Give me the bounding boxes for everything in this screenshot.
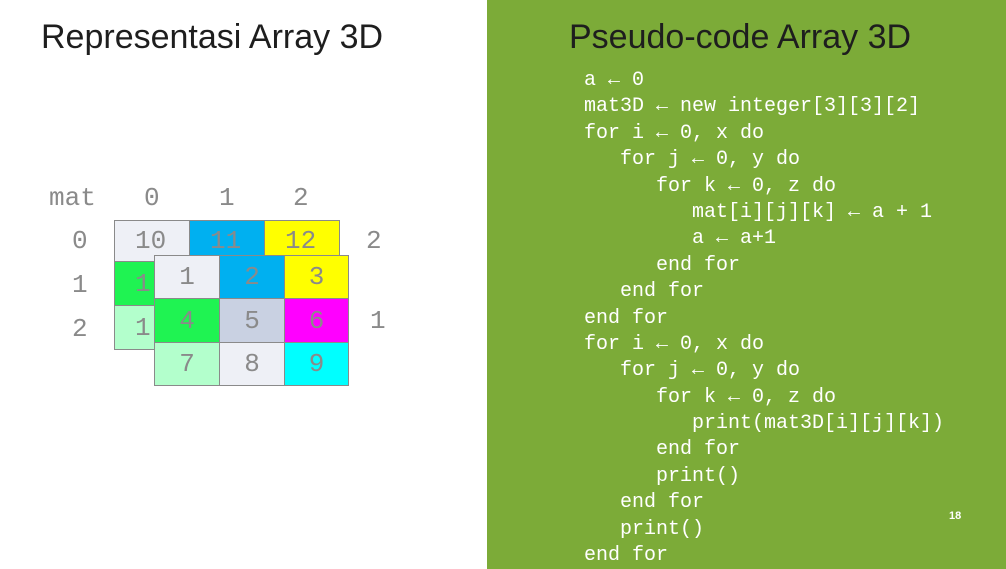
right-panel: Pseudo-code Array 3D a ← 0 mat3D ← new in…	[487, 0, 1006, 569]
front-cell-1-2: 6	[284, 298, 349, 343]
front-cell-2-2: 9	[284, 342, 349, 386]
array-name-label: mat	[49, 183, 96, 213]
row-label-2: 2	[72, 314, 88, 344]
code-line: for i ← 0, x do	[584, 332, 765, 356]
page-number: 18	[949, 510, 962, 522]
code-line: end for	[584, 306, 669, 330]
code-line: end for	[584, 438, 741, 462]
left-title: Representasi Array 3D	[41, 18, 384, 56]
code-line: end for	[584, 280, 705, 304]
code-line: end for	[584, 253, 741, 277]
column-label-0: 0	[144, 183, 160, 213]
row-label-0: 0	[72, 226, 88, 256]
code-line: print()	[584, 517, 705, 541]
column-label-2: 2	[293, 183, 309, 213]
code-line: mat[i][j][k] ← a + 1	[584, 200, 933, 224]
front-cell-0-1: 2	[219, 255, 285, 299]
front-cell-2-1: 8	[219, 342, 285, 386]
front-cell-0-2: 3	[284, 255, 349, 299]
code-line: mat3D ← new integer[3][3][2]	[584, 95, 921, 119]
layer-label-front: 1	[370, 306, 386, 336]
code-line: end for	[584, 491, 705, 515]
code-line: end for	[584, 544, 669, 568]
layer-label-back: 2	[366, 226, 382, 256]
code-line: a ← a+1	[584, 227, 777, 251]
code-line: for k ← 0, z do	[584, 174, 837, 198]
left-panel: Representasi Array 3D mat 0 1 2 0 1 2 2 …	[0, 0, 487, 569]
code-line: for j ← 0, y do	[584, 359, 801, 383]
front-cell-2-0: 7	[154, 342, 220, 386]
code-line: print()	[584, 464, 741, 488]
front-cell-1-0: 4	[154, 298, 220, 343]
code-line: for j ← 0, y do	[584, 148, 801, 172]
code-line: print(mat3D[i][j][k])	[584, 412, 945, 436]
front-cell-1-1: 5	[219, 298, 285, 343]
code-line: for i ← 0, x do	[584, 121, 765, 145]
right-title: Pseudo-code Array 3D	[569, 18, 912, 56]
code-line: for k ← 0, z do	[584, 385, 837, 409]
code-line: a ← 0	[584, 69, 645, 92]
row-label-1: 1	[72, 270, 88, 300]
column-label-1: 1	[219, 183, 235, 213]
front-cell-0-0: 1	[154, 255, 220, 299]
